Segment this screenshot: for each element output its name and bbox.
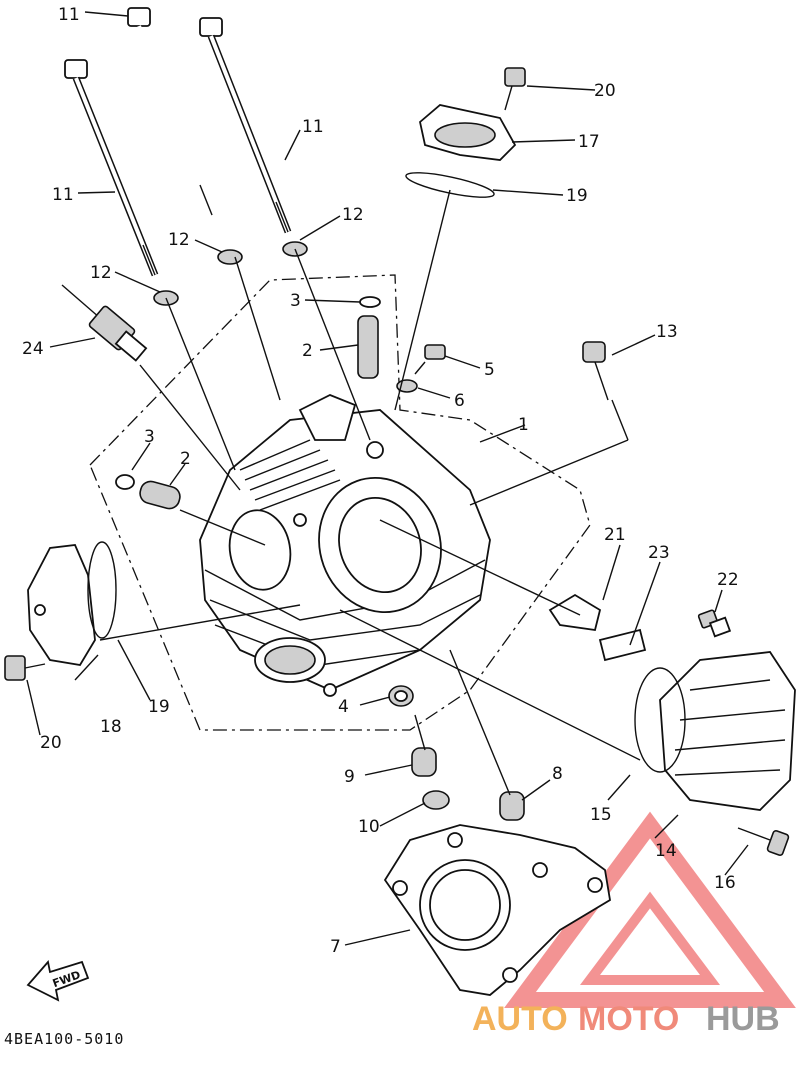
watermark-moto: MOTO — [578, 1000, 679, 1038]
label-24: 24 — [22, 339, 44, 359]
label-12-b: 12 — [342, 205, 364, 225]
label-19-a: 19 — [566, 186, 588, 206]
cylinder-head — [199, 394, 491, 697]
label-13: 13 — [656, 322, 678, 342]
label-21: 21 — [604, 525, 626, 545]
assembly-outline — [89, 274, 591, 731]
label-19-b: 19 — [148, 697, 170, 717]
label-2-a: 2 — [302, 341, 313, 361]
label-8: 8 — [552, 764, 563, 784]
watermark-hub: HUB — [706, 1000, 780, 1038]
label-1: 1 — [518, 415, 529, 435]
label-12-c: 12 — [90, 263, 112, 283]
label-14: 14 — [655, 841, 677, 861]
label-10: 10 — [358, 817, 380, 837]
bolt-5-washer-6 — [396, 344, 446, 393]
label-7: 7 — [330, 937, 341, 957]
tensioner-parts — [548, 593, 732, 662]
label-2-b: 2 — [180, 449, 191, 469]
watermark-auto: AUTO — [472, 1000, 568, 1038]
label-15: 15 — [590, 805, 612, 825]
label-20-a: 20 — [594, 81, 616, 101]
washers — [153, 241, 308, 306]
label-3-b: 3 — [144, 427, 155, 447]
label-12-a: 12 — [168, 230, 190, 250]
forward-arrow-icon: FWD — [26, 960, 90, 1002]
label-11-c: 11 — [52, 185, 74, 205]
label-4: 4 — [338, 697, 349, 717]
label-17: 17 — [578, 132, 600, 152]
head-gasket — [383, 824, 611, 996]
watermark-text: AUTO MOTO HUB — [472, 1000, 780, 1038]
side-cover — [4, 541, 117, 681]
label-3-a: 3 — [290, 291, 301, 311]
spark-plug — [61, 284, 148, 362]
part-labels: 11 11 11 12 12 12 3 2 24 5 6 13 1 3 2 20… — [22, 5, 739, 957]
label-18: 18 — [100, 717, 122, 737]
drawing-code: 4BEA100-5010 — [4, 1030, 124, 1048]
label-11-b: 11 — [302, 117, 324, 137]
bolt-13 — [582, 341, 609, 401]
tappet-cover-top — [405, 67, 526, 198]
valve-cover — [634, 651, 796, 857]
dowel-pins — [411, 747, 525, 821]
label-20-b: 20 — [40, 733, 62, 753]
label-23: 23 — [648, 543, 670, 563]
label-16: 16 — [714, 873, 736, 893]
valve-guides — [115, 296, 381, 510]
label-5: 5 — [484, 360, 495, 380]
stud-bolts — [64, 7, 292, 277]
label-22: 22 — [717, 570, 739, 590]
leader-lines — [26, 11, 749, 946]
label-11-a: 11 — [58, 5, 80, 25]
label-9: 9 — [344, 767, 355, 787]
label-6: 6 — [454, 391, 465, 411]
